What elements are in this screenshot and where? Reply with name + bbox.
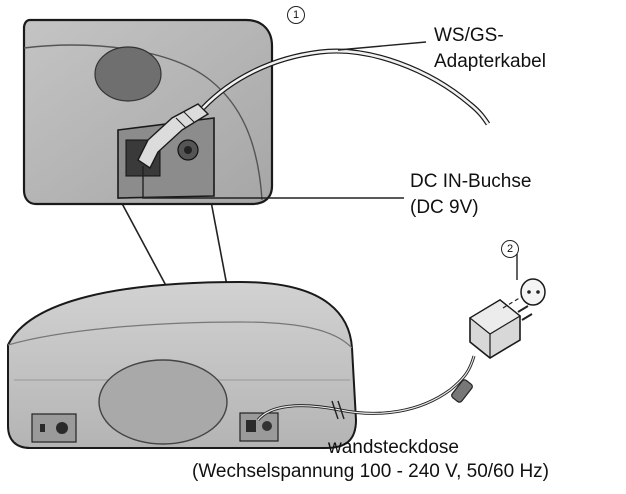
inset-zoom-view [22,18,491,206]
ac-adapter [468,299,533,359]
step-2-badge: 2 [501,240,519,258]
outlet-label-line1: wandsteckdose [328,437,459,458]
left-jack-panel [31,413,77,443]
adapter-cable-label-line1: WS/GS- [434,25,504,46]
adapter-cable-label-line2: Adapterkabel [434,51,546,72]
wall-socket [502,254,546,309]
speaker-oval [98,359,228,445]
dc-in-label-line2: (DC 9V) [410,197,479,218]
dc-in-label-line1: DC IN-Buchse [410,171,532,192]
outlet-label-line2: (Wechselspannung 100 - 240 V, 50/60 Hz) [192,461,550,482]
base-unit [7,280,358,449]
leader-lines [142,41,427,199]
power-cable [256,355,476,422]
step-1-badge: 1 [287,6,305,24]
